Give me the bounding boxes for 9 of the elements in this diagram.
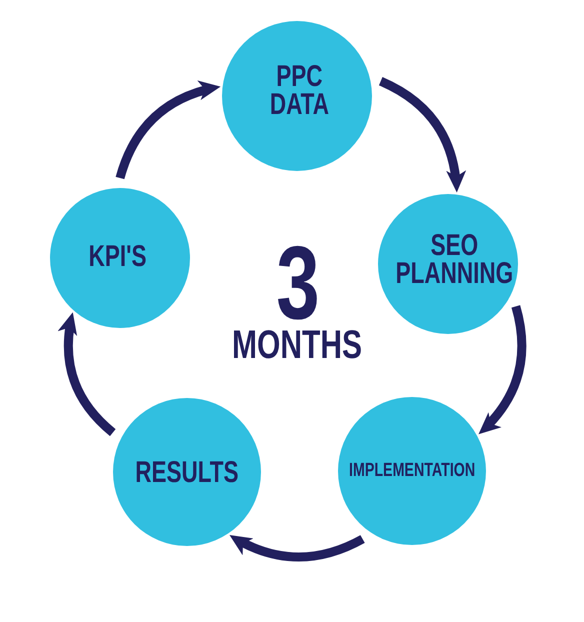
curved-arrow [378,77,466,193]
duration-unit: MONTHS [232,327,362,363]
step-label: PPC DATA [269,63,329,119]
curved-arrow [58,311,116,436]
step-label: RESULTS [135,459,239,487]
step-label: SEO PLANNING [395,232,513,288]
step-label: KPI'S [89,243,147,271]
step-label: IMPLEMENTATION [348,462,476,480]
duration-number: 3 [276,243,320,325]
